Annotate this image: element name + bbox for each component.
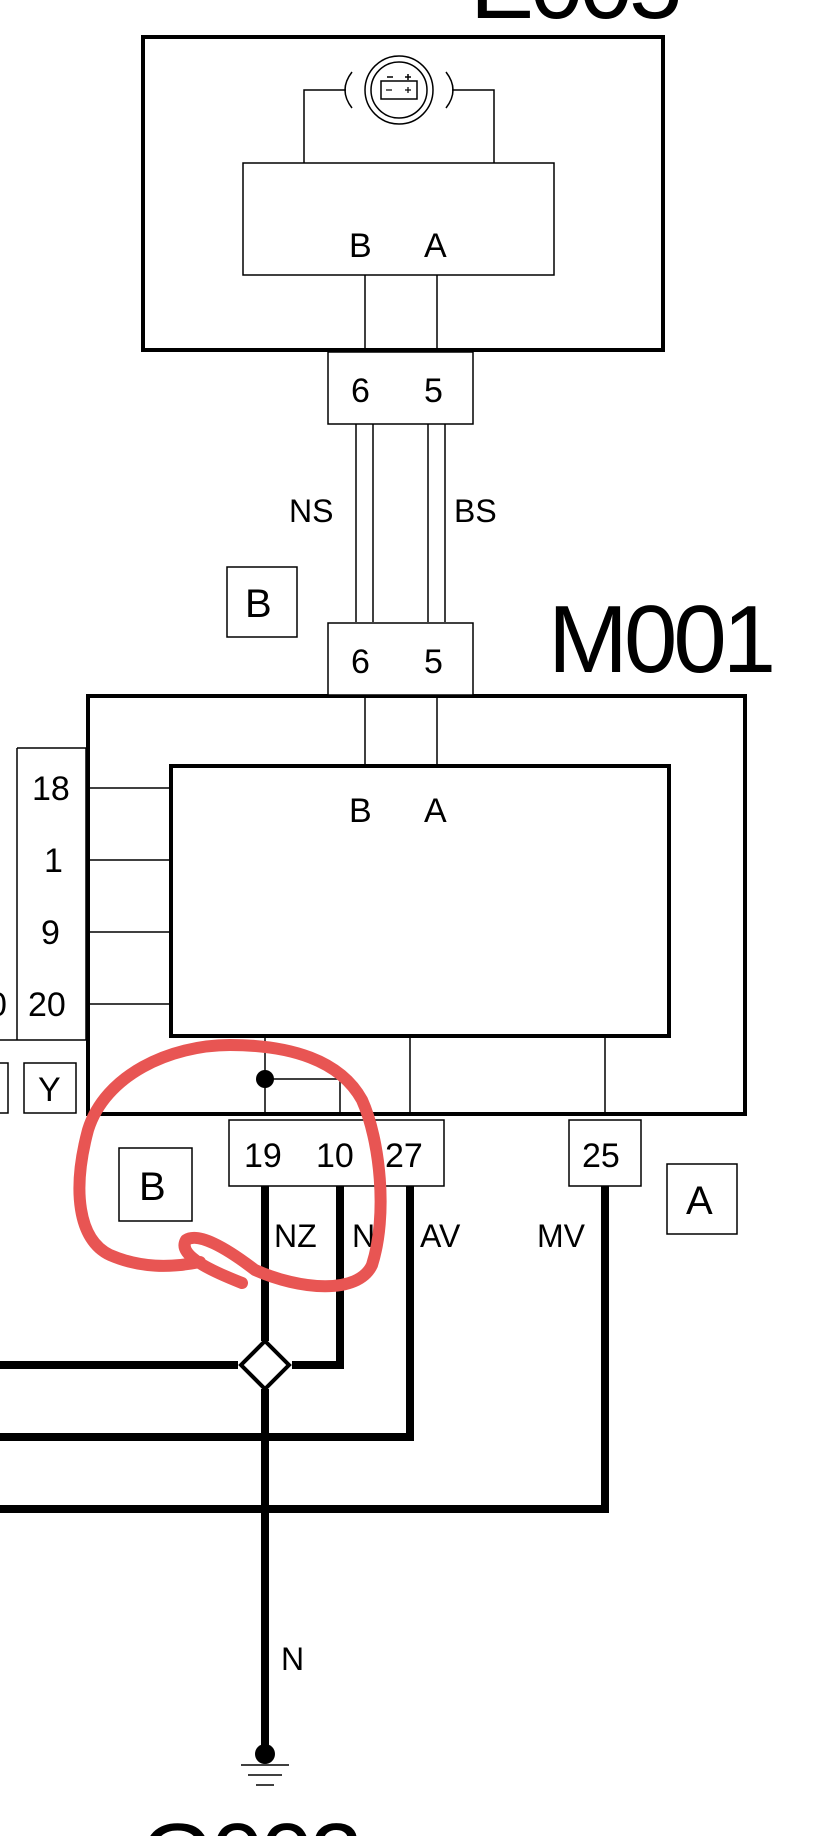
side-connector: 18 1 9 20 0 Y xyxy=(0,747,87,1114)
region-label-upper: B xyxy=(226,566,298,638)
wire-av-label: AV xyxy=(420,1218,461,1254)
wire-27 xyxy=(0,1186,414,1441)
m001-label: M001 xyxy=(548,586,772,693)
side-pin-20: 20 xyxy=(28,986,66,1024)
wire-25 xyxy=(0,1186,609,1513)
region-label-lower-right-text: A xyxy=(686,1179,713,1223)
m001-outline xyxy=(86,694,747,1116)
region-label-upper-text: B xyxy=(245,582,272,626)
bottom-pin-27: 27 xyxy=(385,1137,423,1175)
m001-internal-junction xyxy=(256,1070,274,1088)
wire-bs-label: BS xyxy=(454,493,497,529)
e005-outline xyxy=(141,35,665,352)
bottom-pin-10: 10 xyxy=(316,1137,354,1175)
side-pin-9: 9 xyxy=(41,914,60,952)
m001-bottom-connector-1: 19 10 27 xyxy=(228,1119,445,1187)
ground-icon xyxy=(241,1744,289,1786)
wire-n-partial-label: N xyxy=(352,1218,375,1254)
m001-module xyxy=(169,764,671,1038)
region-label-lower-left: B xyxy=(118,1147,193,1222)
wire-10 xyxy=(292,1186,344,1369)
m001-bottom-connector-2: 25 xyxy=(568,1119,642,1187)
m001-top-connector xyxy=(327,622,474,696)
side-pin-1: 1 xyxy=(44,842,63,880)
bottom-pin-19: 19 xyxy=(244,1137,282,1175)
e005-label: E005 xyxy=(470,0,679,39)
battery-icon xyxy=(344,55,454,125)
side-pin-18: 18 xyxy=(32,770,70,808)
m001-connector-pin-5: 5 xyxy=(424,643,443,681)
wire-ground-label: N xyxy=(281,1641,304,1677)
side-edge-digit: 0 xyxy=(0,986,7,1024)
region-label-lower-left-text: B xyxy=(139,1165,166,1209)
bottom-pin-25: 25 xyxy=(582,1137,620,1175)
region-label-lower-right: A xyxy=(666,1163,738,1235)
e005-connector-pin-5: 5 xyxy=(424,372,443,410)
e005-pin-a: A xyxy=(424,227,447,265)
m001-component: M001 6 5 B A xyxy=(86,586,776,1116)
wires-ns-bs xyxy=(355,424,446,622)
battery-lead-right xyxy=(452,89,495,163)
side-pin-y-box xyxy=(23,1062,77,1114)
wire-ns-label: NS xyxy=(289,493,333,529)
side-pin-y: Y xyxy=(38,1071,61,1109)
wire-mv-label: MV xyxy=(537,1218,586,1254)
bottom-wiring xyxy=(0,1186,609,1754)
e005-module xyxy=(242,162,555,276)
splice-junction xyxy=(238,1338,292,1392)
m001-pin-b: B xyxy=(349,792,372,830)
e005-connector: 6 5 xyxy=(327,351,474,425)
m001-connector-pin-6: 6 xyxy=(351,643,370,681)
g002-label: G002 xyxy=(140,1804,359,1836)
annotation-circle xyxy=(73,1039,387,1293)
e005-component: E005 B A xyxy=(141,0,683,352)
battery-lead-left xyxy=(303,89,346,163)
e005-connector-pin-6: 6 xyxy=(351,372,370,410)
m001-pin-a: A xyxy=(424,792,447,830)
e005-pin-b: B xyxy=(349,227,372,265)
wire-nz-label: NZ xyxy=(274,1218,317,1254)
